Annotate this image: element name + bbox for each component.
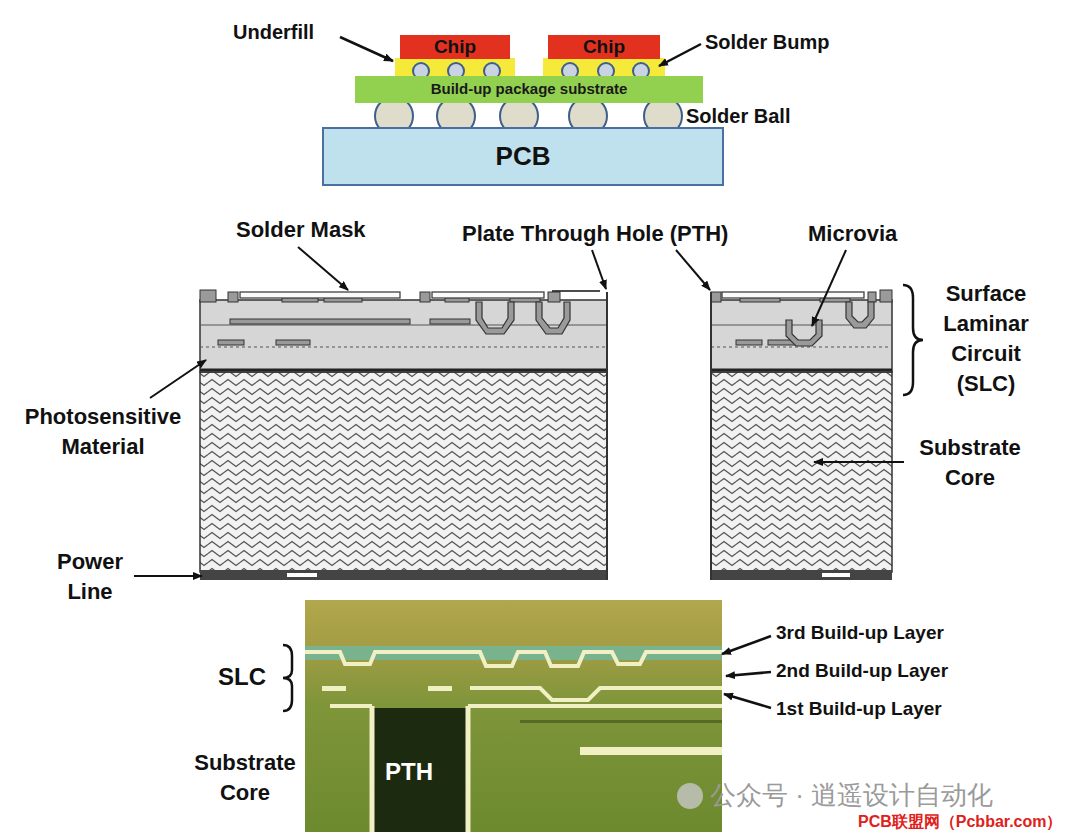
chip-box: Chip xyxy=(548,35,660,59)
micrograph xyxy=(283,600,771,832)
leader-line xyxy=(659,44,701,66)
part-name: Substrate Core xyxy=(180,748,310,808)
layer-name: 3rd Build-up Layer xyxy=(776,622,944,645)
node-label: Chip xyxy=(583,37,625,58)
node-label: Chip xyxy=(434,37,476,58)
part-name: SLC xyxy=(218,663,266,692)
cross-section xyxy=(134,247,923,580)
part-name: Microvia xyxy=(808,221,897,247)
chip-box: Chip xyxy=(400,35,510,59)
layer-name: 1st Build-up Layer xyxy=(776,698,942,721)
pcb-box: PCB xyxy=(322,127,724,186)
part-name: Solder Mask xyxy=(236,217,366,243)
node-label: PCB xyxy=(496,142,551,171)
part-name: Power Line xyxy=(40,547,140,607)
substrate-band: Build-up package substrate xyxy=(355,76,703,103)
watermark: 公众号 · 逍遥设计自动化 xyxy=(710,780,993,811)
part-name: Underfill xyxy=(233,20,314,44)
part-name: Solder Ball xyxy=(686,104,790,128)
node-label: Build-up package substrate xyxy=(431,81,628,98)
part-name: Solder Bump xyxy=(705,30,829,54)
layer-name: 2nd Build-up Layer xyxy=(776,660,948,683)
part-name: PTH xyxy=(385,758,433,787)
part-name: Plate Through Hole (PTH) xyxy=(462,221,728,247)
part-name: Surface Laminar Circuit (SLC) xyxy=(925,279,1047,399)
watermark: PCB联盟网（Pcbbar.com） xyxy=(858,812,1062,831)
leader-line xyxy=(340,37,393,61)
part-name: Substrate Core xyxy=(905,433,1035,493)
part-name: Photosensitive Material xyxy=(8,402,198,462)
